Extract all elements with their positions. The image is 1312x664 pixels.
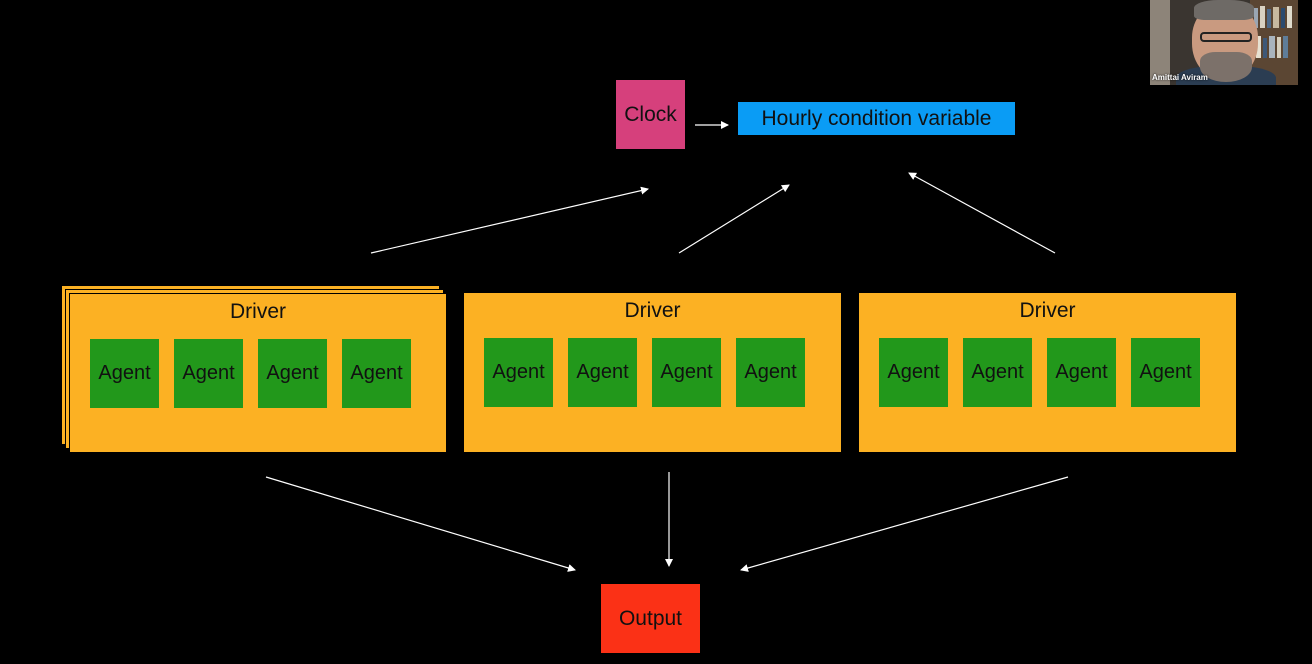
driver-1-agent-2: Agent (174, 339, 243, 408)
arrow-driver1-to-top (370, 186, 649, 254)
webcam-thumbnail[interactable]: Amittai Aviram (1150, 0, 1298, 85)
clock-box: Clock (616, 80, 685, 149)
hourly-condition-variable-box: Hourly condition variable (738, 102, 1015, 135)
book-icon (1283, 36, 1288, 58)
driver-3-agent-2: Agent (963, 338, 1032, 407)
arrow-driver2-to-top (678, 184, 790, 254)
book-icon (1254, 8, 1258, 28)
driver-3-agent-3: Agent (1047, 338, 1116, 407)
clock-label: Clock (624, 102, 677, 126)
driver-1: Driver Agent Agent Agent Agent (69, 293, 446, 452)
book-icon (1256, 36, 1261, 58)
driver-2-agent-3: Agent (652, 338, 721, 407)
webcam-background-wall (1150, 0, 1170, 85)
webcam-participant-name: Amittai Aviram (1152, 73, 1208, 82)
webcam-person-glasses (1200, 32, 1252, 42)
driver-1-agent-1: Agent (90, 339, 159, 408)
driver-1-title: Driver (230, 300, 286, 323)
driver-2-agent-1: Agent (484, 338, 553, 407)
book-icon (1267, 9, 1271, 28)
arrow-driver3-to-top (908, 172, 1056, 254)
driver-3: Driver Agent Agent Agent Agent (859, 293, 1236, 452)
book-icon (1281, 8, 1285, 28)
book-icon (1263, 38, 1267, 58)
arrow-driver3-to-output (740, 476, 1069, 572)
driver-3-title: Driver (1019, 299, 1076, 322)
book-icon (1260, 6, 1265, 28)
driver-2-agent-2: Agent (568, 338, 637, 407)
output-label: Output (618, 606, 683, 630)
driver-3-agent-4: Agent (1131, 338, 1200, 407)
book-icon (1277, 37, 1281, 58)
book-icon (1287, 6, 1292, 28)
driver-2: Driver Agent Agent Agent Agent (464, 293, 841, 452)
webcam-person-beard (1200, 52, 1252, 82)
arrow-driver1-to-output (265, 476, 576, 572)
output-box: Output (601, 584, 700, 653)
hourly-label: Hourly condition variable (761, 106, 992, 130)
book-icon (1269, 36, 1275, 58)
driver-1-agent-4: Agent (342, 339, 411, 408)
driver-3-agent-1: Agent (879, 338, 948, 407)
driver-1-agent-3: Agent (258, 339, 327, 408)
driver-2-agent-4: Agent (736, 338, 805, 407)
webcam-person-hair (1194, 0, 1254, 20)
book-icon (1273, 7, 1279, 28)
driver-2-title: Driver (624, 299, 681, 322)
